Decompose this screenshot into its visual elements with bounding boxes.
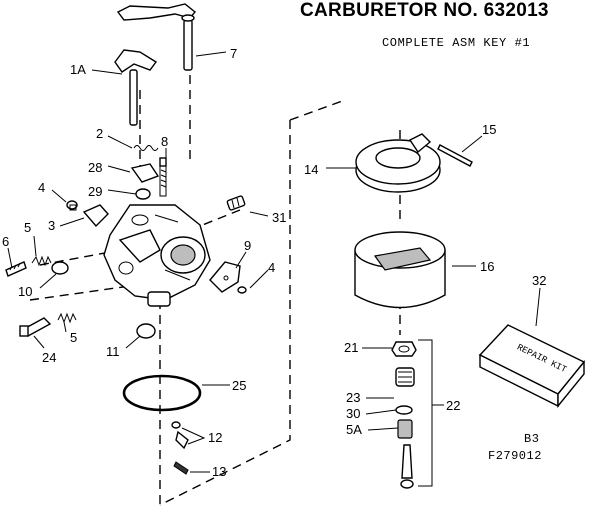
part-7-throttle-shaft <box>116 3 196 71</box>
callout-23: 23 <box>346 390 360 405</box>
part-28-bracket <box>130 163 160 183</box>
diagram-subtitle: COMPLETE ASM KEY #1 <box>382 36 531 50</box>
part-1a-choke-shaft <box>114 49 158 126</box>
part-5a-spring <box>397 419 413 439</box>
figure-code: F279012 <box>488 449 542 463</box>
callout-13: 13 <box>212 464 226 479</box>
callout-7: 7 <box>230 46 237 61</box>
part-2-spring <box>133 145 159 151</box>
part-29-washer <box>135 188 151 200</box>
part-21-nut <box>391 341 417 357</box>
part-6-screw <box>5 261 27 277</box>
callout-25: 25 <box>232 378 246 393</box>
section-code: B3 <box>524 432 540 446</box>
part-13-pin <box>173 461 189 475</box>
callout-14: 14 <box>304 162 318 177</box>
callout-22: 22 <box>446 398 460 413</box>
callout-28: 28 <box>88 160 102 175</box>
callout-16: 16 <box>480 259 494 274</box>
part-32-repair-kit: REPAIR KIT <box>478 324 586 408</box>
callout-24: 24 <box>42 350 56 365</box>
callout-4-left: 4 <box>38 180 45 195</box>
callout-5-lower: 5 <box>70 330 77 345</box>
callout-12: 12 <box>208 430 222 445</box>
callout-2: 2 <box>96 126 103 141</box>
callout-5a: 5A <box>346 422 362 437</box>
part-10-gasket <box>51 261 69 275</box>
part-30-washer <box>395 405 413 415</box>
part-11-seal <box>136 323 156 339</box>
leader-lines <box>7 51 541 473</box>
part-14-ring <box>355 133 441 193</box>
callout-15: 15 <box>482 122 496 137</box>
callout-31: 31 <box>272 210 286 225</box>
part-9-plate <box>209 261 241 293</box>
part-31-fitting <box>226 195 246 211</box>
part-23-fitting <box>395 367 415 387</box>
callout-30: 30 <box>346 406 360 421</box>
callout-9: 9 <box>244 238 251 253</box>
callout-8: 8 <box>161 134 168 149</box>
part-4-screw-left <box>66 200 78 211</box>
part-5-spring-lower <box>57 312 77 324</box>
callout-21: 21 <box>344 340 358 355</box>
part-25-o-ring <box>122 374 202 412</box>
part-12-pins <box>171 421 189 450</box>
part-22-bracket <box>418 339 433 487</box>
callout-10: 10 <box>18 284 32 299</box>
callout-3: 3 <box>48 218 55 233</box>
callout-11: 11 <box>106 344 120 359</box>
part-4-screw-right <box>237 286 247 294</box>
callout-1a: 1A <box>70 62 86 77</box>
part-15-pin <box>437 144 473 167</box>
needle-screw <box>400 444 414 489</box>
callout-6: 6 <box>2 234 9 249</box>
callout-32: 32 <box>532 273 546 288</box>
part-5-spring-upper <box>31 255 52 267</box>
callout-29: 29 <box>88 184 102 199</box>
callout-5-upper: 5 <box>24 220 31 235</box>
part-16-bowl <box>354 231 446 309</box>
callouts: 1A 7 2 8 28 29 4 3 5 6 10 5 24 11 25 12 … <box>2 46 546 479</box>
part-8-screw <box>159 157 167 197</box>
diagram-title: CARBURETOR NO. 632013 <box>300 0 549 21</box>
callout-4-right: 4 <box>268 260 275 275</box>
part-3-plate <box>82 204 109 228</box>
part-24-screw <box>19 317 52 337</box>
carburetor-body <box>103 204 211 307</box>
